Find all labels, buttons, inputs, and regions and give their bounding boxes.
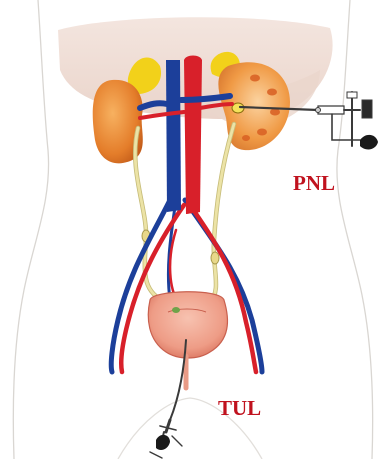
- ureters: [135, 124, 234, 302]
- pnl-label: PNL: [293, 171, 335, 195]
- urinary-bladder: [148, 292, 227, 358]
- bladder-stone: [172, 307, 180, 313]
- right-ureter-stone: [211, 252, 219, 264]
- tul-label: TUL: [218, 396, 261, 420]
- inferior-vena-cava: [166, 60, 181, 212]
- abdominal-aorta: [184, 56, 202, 215]
